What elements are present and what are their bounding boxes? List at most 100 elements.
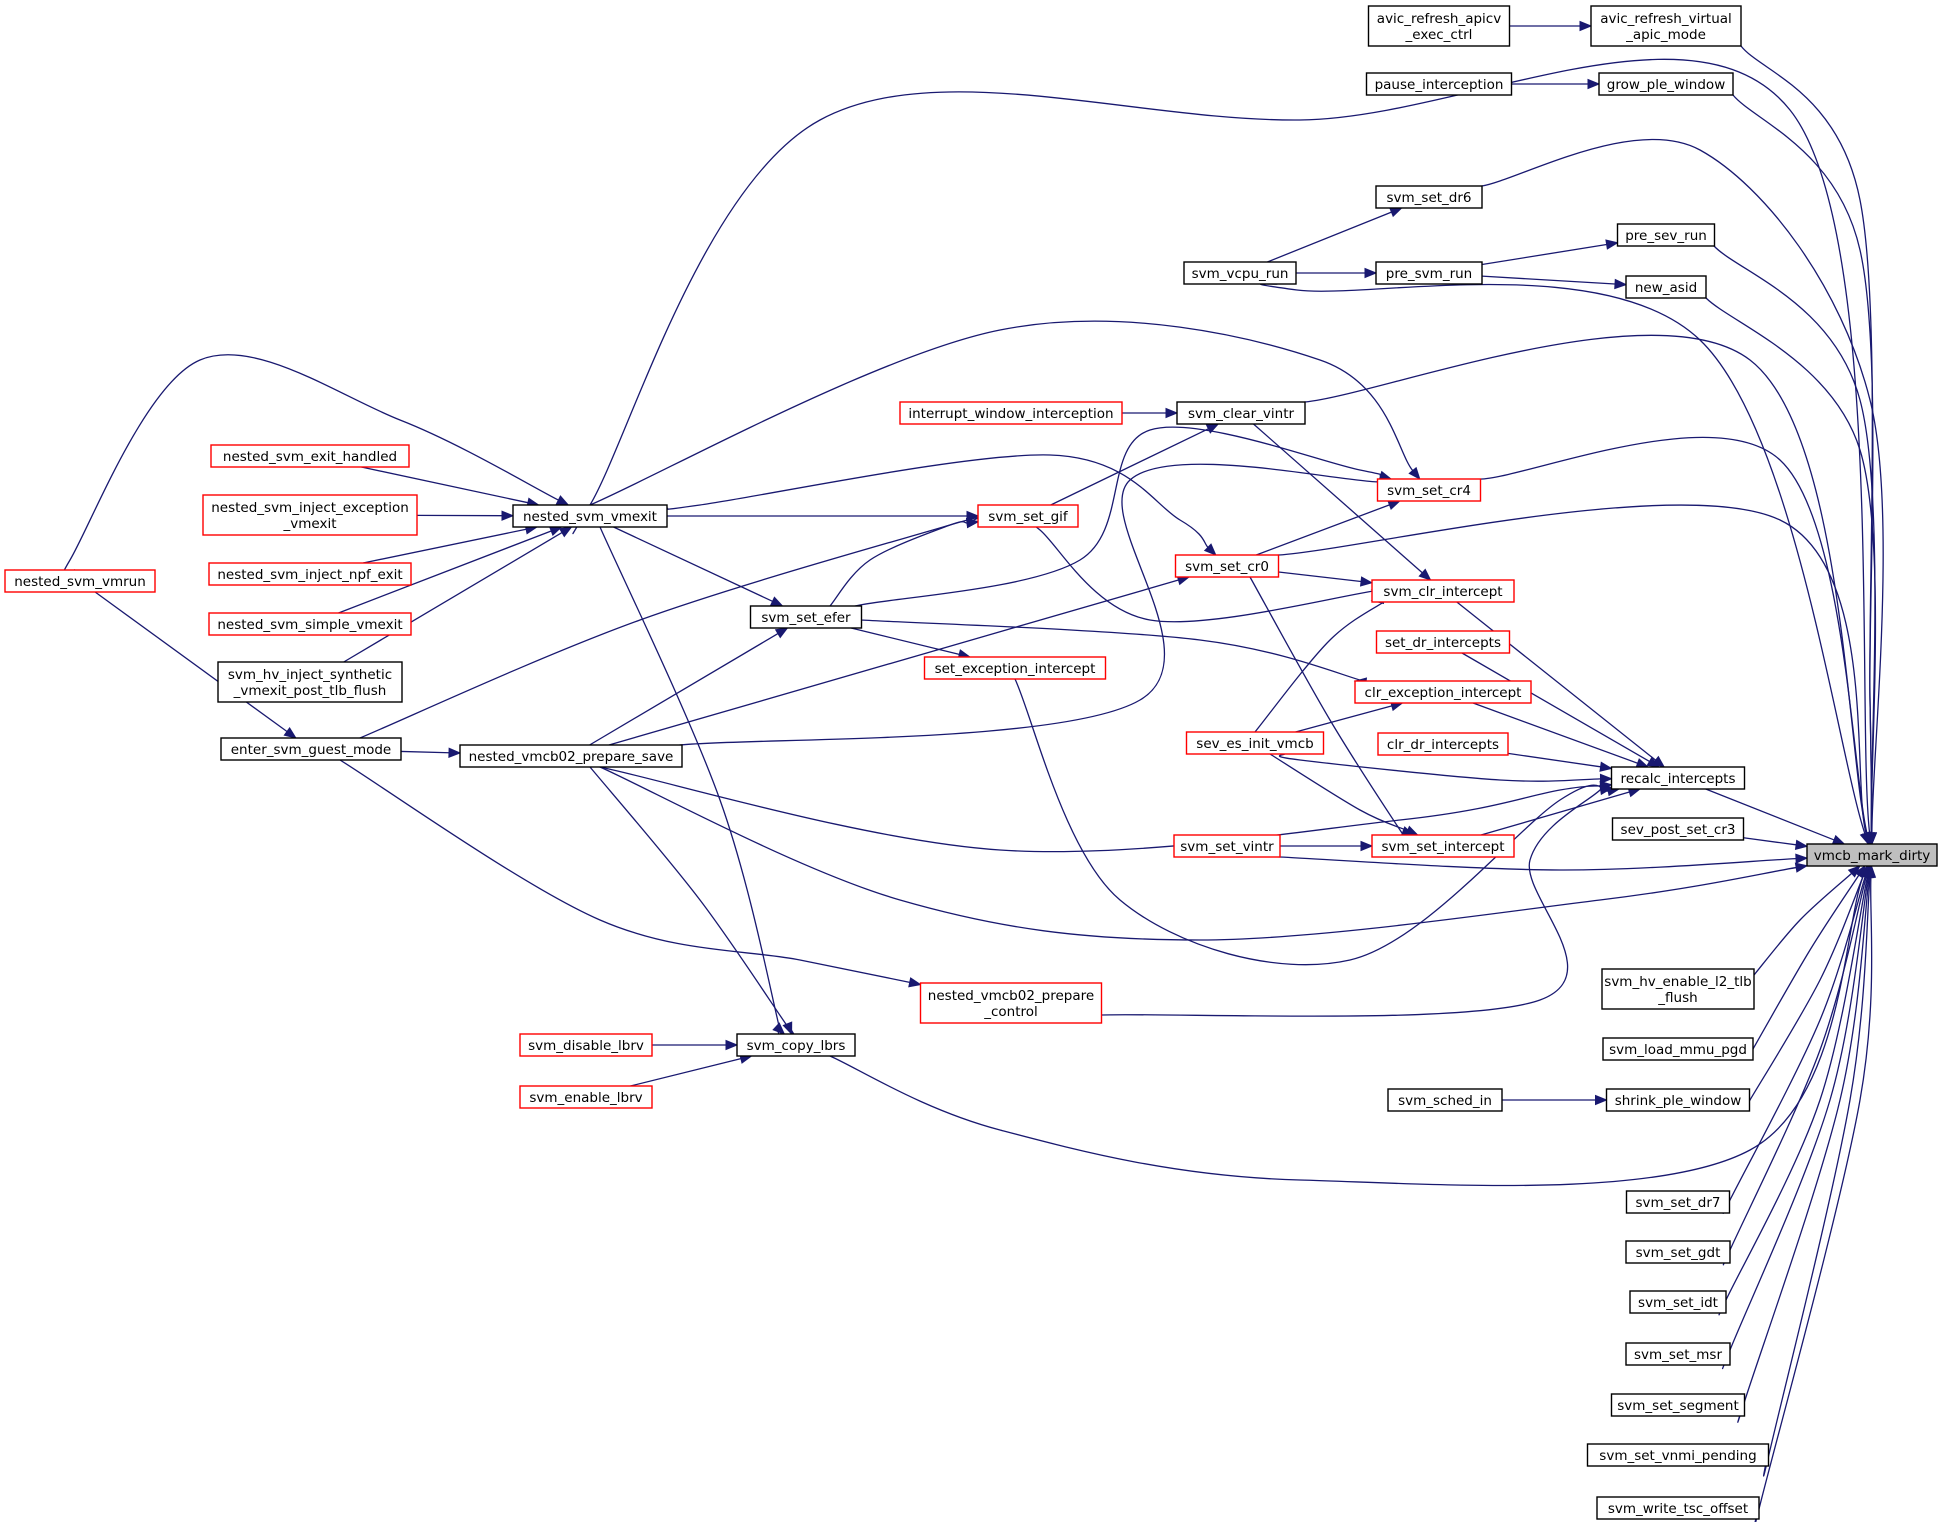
node-svm-set-dr7[interactable]: svm_set_dr7 [1625, 1190, 1731, 1214]
arrowhead [1605, 239, 1619, 250]
arrowhead [1599, 761, 1613, 772]
node-avic-refresh-virtual-apic-mode[interactable]: avic_refresh_virtual_apic_mode [1590, 5, 1742, 47]
node-label: _exec_ctrl [1405, 27, 1473, 43]
node-svm-sched-in[interactable]: svm_sched_in [1387, 1088, 1503, 1112]
node-svm-set-vintr[interactable]: svm_set_vintr [1173, 834, 1281, 858]
edge-svm-hv-enable-l2-tlb-flush-to-vmcb-mark-dirty [1749, 865, 1861, 980]
node-box [217, 661, 403, 703]
node-shrink-ple-window[interactable]: shrink_ple_window [1605, 1088, 1751, 1112]
node-svm-set-efer[interactable]: svm_set_efer [749, 605, 863, 629]
node-enter-svm-guest-mode[interactable]: enter_svm_guest_mode [220, 737, 402, 761]
arrowhead [1203, 543, 1217, 556]
node-nested-svm-exit-handled[interactable]: nested_svm_exit_handled [210, 444, 410, 468]
edge-set-dr-intercepts-to-recalc-intercepts [1461, 652, 1661, 768]
node-label: svm_copy_lbrs [747, 1038, 846, 1054]
edge-svm-vcpu-run-to-pre-svm-run [1296, 267, 1378, 279]
node-box [1375, 185, 1483, 209]
edge-line [1267, 211, 1392, 263]
node-svm-load-mmu-pgd[interactable]: svm_load_mmu_pgd [1602, 1037, 1754, 1061]
edge-line [94, 591, 288, 733]
node-svm-hv-enable-l2-tlb-flush[interactable]: svm_hv_enable_l2_tlb_flush [1601, 968, 1755, 1010]
node-recalc-intercepts[interactable]: recalc_intercepts [1610, 766, 1746, 790]
edge-line [1050, 428, 1209, 506]
node-box [220, 737, 402, 761]
edge-pause-interception-to-grow-ple-window [1511, 78, 1601, 90]
node-svm-set-cr0[interactable]: svm_set_cr0 [1174, 554, 1280, 578]
edge-line [613, 526, 773, 602]
node-label: recalc_intercepts [1621, 771, 1736, 787]
arrowhead [1794, 862, 1809, 873]
node-svm-set-segment[interactable]: svm_set_segment [1610, 1393, 1746, 1417]
node-pause-interception[interactable]: pause_interception [1365, 72, 1513, 96]
node-new-asid[interactable]: new_asid [1625, 275, 1707, 299]
node-svm-hv-inject-synthetic-vmexit-post-tlb-flush[interactable]: svm_hv_inject_synthetic_vmexit_post_tlb_… [217, 661, 403, 703]
node-svm-clear-vintr[interactable]: svm_clear_vintr [1176, 401, 1306, 425]
node-label: svm_set_efer [761, 610, 851, 626]
node-box [512, 504, 668, 528]
node-sev-es-init-vmcb[interactable]: sev_es_init_vmcb [1185, 731, 1325, 755]
edge-line [630, 1058, 742, 1087]
node-box [1601, 968, 1755, 1010]
node-svm-clr-intercept[interactable]: svm_clr_intercept [1371, 579, 1515, 603]
edge-line [61, 354, 559, 579]
edge-pre-svm-run-to-new-asid [1481, 275, 1628, 290]
edge-line [1481, 243, 1607, 266]
node-nested-vmcb02-prepare-save[interactable]: nested_vmcb02_prepare_save [459, 744, 683, 768]
arrowhead [1599, 773, 1613, 785]
node-label: svm_set_dr6 [1386, 190, 1471, 206]
node-clr-exception-intercept[interactable]: clr_exception_intercept [1354, 680, 1532, 704]
arrowhead [782, 1021, 793, 1036]
node-clr-dr-intercepts[interactable]: clr_dr_intercepts [1377, 732, 1509, 756]
node-pre-svm-run[interactable]: pre_svm_run [1375, 261, 1483, 285]
node-svm-enable-lbrv[interactable]: svm_enable_lbrv [519, 1085, 653, 1109]
node-grow-ple-window[interactable]: grow_ple_window [1598, 72, 1734, 96]
edge-svm-enable-lbrv-to-svm-copy-lbrs [630, 1053, 753, 1087]
node-label: svm_sched_in [1398, 1093, 1492, 1109]
node-svm-set-intercept[interactable]: svm_set_intercept [1371, 834, 1515, 858]
node-label: svm_enable_lbrv [529, 1090, 642, 1106]
node-nested-svm-simple-vmexit[interactable]: nested_svm_simple_vmexit [208, 612, 412, 636]
node-box [749, 605, 863, 629]
node-label: nested_vmcb02_prepare [928, 988, 1094, 1004]
node-box [519, 1033, 653, 1057]
node-label: nested_svm_inject_exception [211, 500, 409, 516]
node-label: svm_set_idt [1638, 1295, 1718, 1311]
edge-line [1278, 571, 1362, 583]
edge-line [320, 747, 910, 983]
node-nested-svm-vmrun[interactable]: nested_svm_vmrun [4, 569, 156, 593]
node-label: svm_hv_inject_synthetic [228, 667, 392, 683]
node-pre-sev-run[interactable]: pre_sev_run [1616, 223, 1716, 247]
node-svm-disable-lbrv[interactable]: svm_disable_lbrv [519, 1033, 653, 1057]
node-svm-vcpu-run[interactable]: svm_vcpu_run [1183, 261, 1297, 285]
node-label: svm_set_gdt [1636, 1245, 1721, 1261]
edge-line [1241, 504, 1867, 834]
edge-nested-svm-vmexit-to-vmcb-mark-dirty [572, 58, 1875, 846]
node-nested-svm-inject-npf-exit[interactable]: nested_svm_inject_npf_exit [208, 562, 412, 586]
node-svm-copy-lbrs[interactable]: svm_copy_lbrs [736, 1033, 856, 1057]
node-svm-set-vnmi-pending[interactable]: svm_set_vnmi_pending [1586, 1443, 1770, 1467]
node-box [919, 982, 1103, 1024]
node-svm-set-cr4[interactable]: svm_set_cr4 [1376, 478, 1482, 502]
node-interrupt-window-interception[interactable]: interrupt_window_interception [899, 401, 1123, 425]
edge-enter-svm-guest-mode-to-nested-vmcb02-prepare-control [320, 747, 922, 988]
node-svm-set-gdt[interactable]: svm_set_gdt [1625, 1240, 1731, 1264]
node-nested-svm-inject-exception-vmexit[interactable]: nested_svm_inject_exception_vmexit [202, 494, 418, 536]
node-svm-set-idt[interactable]: svm_set_idt [1629, 1290, 1727, 1314]
node-set-dr-intercepts[interactable]: set_dr_intercepts [1375, 630, 1511, 654]
node-box [1371, 834, 1515, 858]
node-nested-vmcb02-prepare-control[interactable]: nested_vmcb02_prepare_control [919, 982, 1103, 1024]
node-set-exception-intercept[interactable]: set_exception_intercept [923, 656, 1107, 680]
node-sev-post-set-cr3[interactable]: sev_post_set_cr3 [1611, 817, 1745, 841]
node-avic-refresh-apicv-exec-ctrl[interactable]: avic_refresh_apicv_exec_ctrl [1367, 5, 1511, 47]
node-vmcb-mark-dirty[interactable]: vmcb_mark_dirty [1806, 843, 1938, 867]
node-label: nested_svm_inject_npf_exit [217, 567, 402, 583]
node-box [1611, 817, 1745, 841]
node-svm-set-msr[interactable]: svm_set_msr [1625, 1342, 1731, 1366]
node-svm-set-dr6[interactable]: svm_set_dr6 [1375, 185, 1483, 209]
node-nested-svm-vmexit[interactable]: nested_svm_vmexit [512, 504, 668, 528]
arrowhead [1860, 831, 1871, 846]
node-svm-set-gif[interactable]: svm_set_gif [977, 504, 1079, 528]
arrowhead [448, 747, 462, 758]
node-svm-write-tsc-offset[interactable]: svm_write_tsc_offset [1596, 1496, 1760, 1520]
